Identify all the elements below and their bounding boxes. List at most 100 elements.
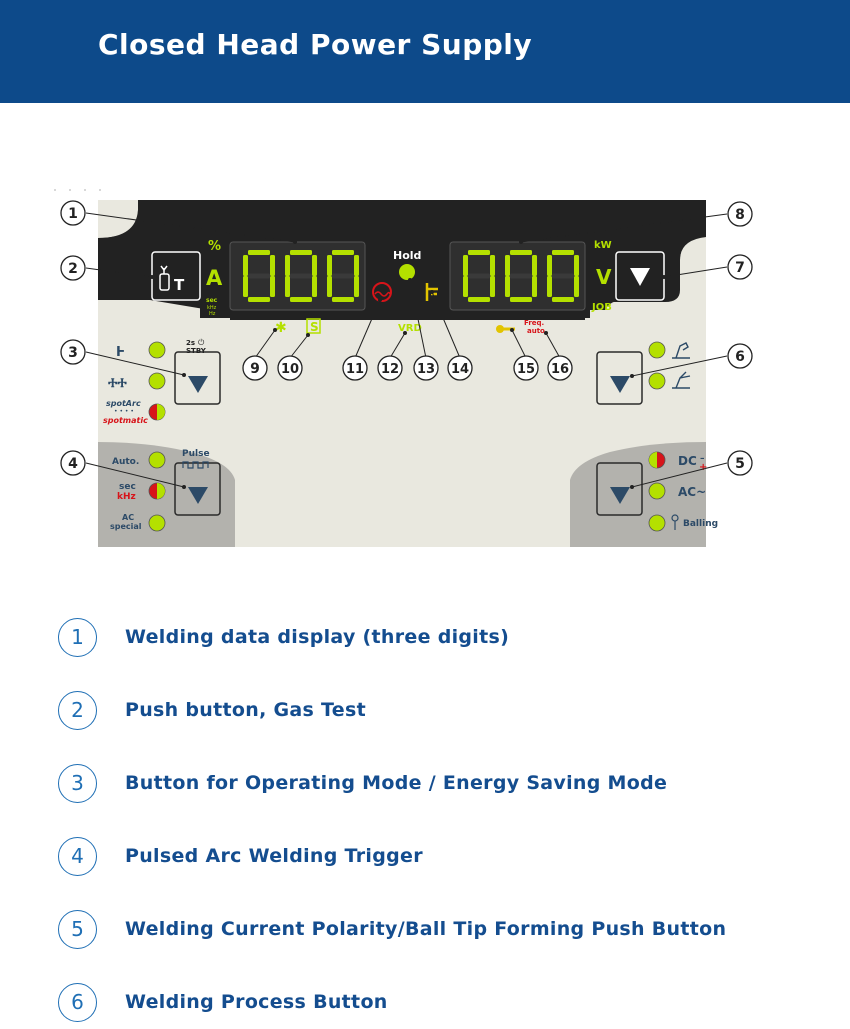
display-segment [332,250,354,255]
hold-led [399,264,415,280]
callout-circle [727,343,753,369]
polarity-ac-led [648,482,666,500]
polarity-button[interactable] [596,462,643,516]
display-segment [243,276,248,297]
pulse-label: Pulse [182,449,210,459]
mode-4t-led [148,372,166,390]
gas-test-t-glyph: T [174,276,185,294]
display-segment [290,250,312,255]
callout-circle [60,255,86,281]
standby-power-icon: ⏻ [198,338,205,347]
display-segment [312,255,317,276]
callout-circle [277,355,303,381]
operating-mode-button[interactable] [174,351,221,405]
display-segment [505,276,510,297]
control-panel-diagram: % A sec kHz Hz kW V JOB T Hold ✱ S VRD F… [0,180,850,560]
polarity-dc-led-half [649,452,657,468]
special-label: special [110,522,142,531]
legend-item: 2 Push button, Gas Test [58,691,778,731]
display-segment [547,276,552,297]
display-segment [510,273,532,279]
electrode-holder-icon [672,371,691,389]
display-segment [552,273,574,279]
stby-label: STBY [186,347,207,355]
legend-item: 1 Welding data display (three digits) [58,618,778,658]
unit-percent: % [208,239,221,254]
callout-circle [513,355,539,381]
unit-volt: V [596,265,612,289]
callout-number: 6 [735,349,745,365]
safety-s-glyph: S [310,320,319,334]
callout-number: 16 [551,362,569,377]
unit-khz: kHz [207,305,217,311]
dc-plus-glyph: + [699,462,707,473]
callout-dots [150,240,666,489]
ac-polarity-label: AC~ [678,485,706,499]
callout-circle [413,355,439,381]
display-segment [332,273,354,279]
control-panel-svg: % A sec kHz Hz kW V JOB T Hold ✱ S VRD F… [54,189,753,547]
welding-process-button[interactable] [596,351,643,405]
callout-circle [447,355,473,381]
display-segment [332,297,354,302]
display-segment [468,250,490,255]
spotarc-label: spotArc [106,399,141,408]
display-parameter-arrow-icon [630,268,650,286]
display-segment [510,250,532,255]
welding-process-arrow-icon [610,376,630,393]
decorative-dots [54,189,101,191]
callout-number: 4 [68,456,78,472]
display-segment [510,297,532,302]
display-segment [243,255,248,276]
display-segment [327,276,332,297]
display-segment [270,255,275,276]
overtemperature-icon [372,282,392,302]
display-segment [248,273,270,279]
two-step-icon: Ⱶ [116,345,125,360]
display-segment [354,276,359,297]
callout-number: 8 [735,207,745,223]
left-digits [243,250,359,302]
callout-number: 5 [735,456,745,472]
pulse-arrow-icon [188,487,208,504]
balling-led [648,514,666,532]
display-segment [290,297,312,302]
legend-number: 5 [58,910,97,949]
pulse-ac-led [148,514,166,532]
auto-mode-label: Auto. [112,457,139,467]
display-segment [532,255,537,276]
callout-leaders [85,212,728,488]
right-digits [463,250,579,302]
display-segment [312,276,317,297]
legend-item: 5 Welding Current Polarity/Ball Tip Form… [58,910,778,950]
unit-amp: A [206,266,223,290]
freq-label: Freq. [524,319,544,327]
display-segment [532,276,537,297]
display-segment [490,255,495,276]
unit-sec: sec [206,297,218,304]
mode-spot-led-half [157,404,165,420]
legend-text: Welding Process Button [125,991,388,1013]
arc-interruption-icon: ✱ [275,320,287,336]
callout-number: 9 [250,361,260,377]
legend-number: 3 [58,764,97,803]
gas-cylinder-icon [159,265,170,291]
display-segment [552,297,574,302]
overtemperature-wave [374,291,391,297]
callout-number: 10 [281,362,299,377]
mode-2t-led [148,341,166,359]
process-mma-led [648,372,666,390]
legend-number: 2 [58,691,97,730]
balling-icon [671,514,679,530]
callout-circle [377,355,403,381]
key-icon [496,325,515,333]
display-segment [490,276,495,297]
callout-circle [727,450,753,476]
callout-number: 14 [451,362,469,377]
display-segment [285,276,290,297]
callout-number: 15 [517,362,535,377]
callout-number: 2 [68,261,78,277]
callout-circle [60,339,86,365]
display-segment [354,255,359,276]
